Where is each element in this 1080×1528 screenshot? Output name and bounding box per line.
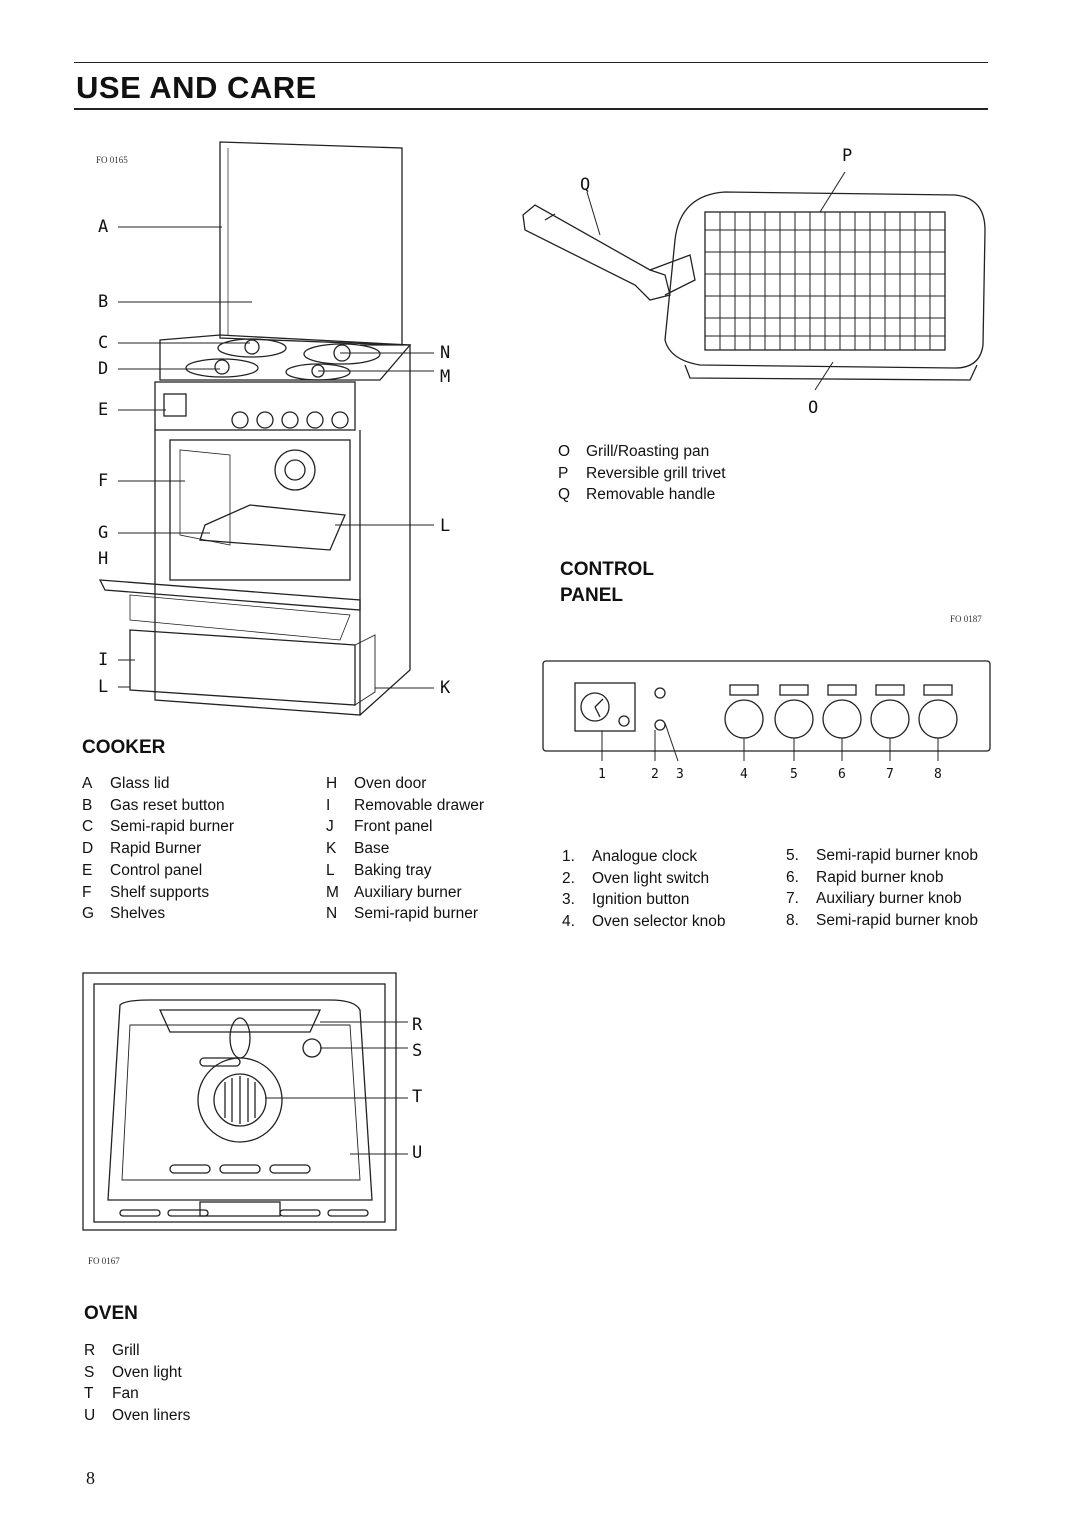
oven-illustration (82, 972, 408, 1231)
control-panel-list-left: 1.Analogue clock 2.Oven light switch 3.I… (562, 846, 782, 933)
oven-heading: OVEN (84, 1303, 138, 1324)
page-title: USE AND CARE (76, 70, 317, 105)
control-panel-heading-line1: CONTROL (560, 559, 654, 580)
page-number: 8 (86, 1468, 95, 1488)
control-panel-heading-line2: PANEL (560, 585, 623, 606)
callout-i: I (98, 650, 109, 670)
callout-q: Q (580, 175, 591, 195)
cooker-figure-code: FO 0165 (96, 155, 128, 165)
callout-b: B (98, 292, 109, 312)
callout-g: G (98, 523, 109, 543)
control-number-1: 1 (598, 767, 606, 782)
list-item: 2.Oven light switch (562, 869, 710, 887)
callout-k: K (440, 678, 451, 698)
control-number-6: 6 (838, 767, 846, 782)
callout-s: S (412, 1041, 423, 1061)
callout-u: U (412, 1143, 423, 1163)
cooker-heading: COOKER (82, 737, 166, 758)
callout-l-left: L (98, 677, 109, 697)
list-item: 5.Semi-rapid burner knob (786, 847, 978, 864)
callout-r: R (412, 1015, 423, 1035)
grill-pan-illustration (522, 171, 986, 391)
control-number-5: 5 (790, 767, 798, 782)
control-number-8: 8 (934, 767, 942, 782)
callout-e: E (98, 400, 109, 420)
callout-d: D (98, 359, 109, 379)
control-panel-heading: CONTROL PANEL (560, 557, 654, 609)
list-item: 8.Semi-rapid burner knob (786, 912, 978, 930)
control-panel-list-right: 5.Semi-rapid burner knob 6.Rapid burner … (786, 845, 1006, 932)
callout-n: N (440, 343, 451, 363)
callout-m: M (440, 367, 451, 387)
callout-o: O (808, 398, 819, 418)
callout-c: C (98, 333, 109, 353)
control-number-2: 2 (651, 767, 659, 782)
list-item: 1.Analogue clock (562, 848, 698, 865)
callout-a: A (98, 217, 109, 237)
oven-figure-code: FO 0167 (88, 1256, 120, 1266)
callout-l-right: L (440, 516, 451, 536)
control-panel-illustration (542, 660, 991, 762)
control-panel-figure-code: FO 0187 (950, 614, 982, 624)
list-item: 6.Rapid burner knob (786, 868, 944, 886)
cooker-illustration (98, 141, 434, 716)
top-rule (74, 62, 988, 63)
callout-t: T (412, 1087, 423, 1107)
callout-f: F (98, 471, 109, 491)
title-rule (74, 108, 988, 110)
callout-p: P (842, 146, 853, 166)
list-item: 7.Auxiliary burner knob (786, 890, 962, 908)
control-number-7: 7 (886, 767, 894, 782)
control-number-3: 3 (676, 767, 684, 782)
list-item: 3.Ignition button (562, 891, 690, 909)
list-item: 4.Oven selector knob (562, 913, 726, 931)
control-number-4: 4 (740, 767, 748, 782)
callout-h: H (98, 549, 109, 569)
